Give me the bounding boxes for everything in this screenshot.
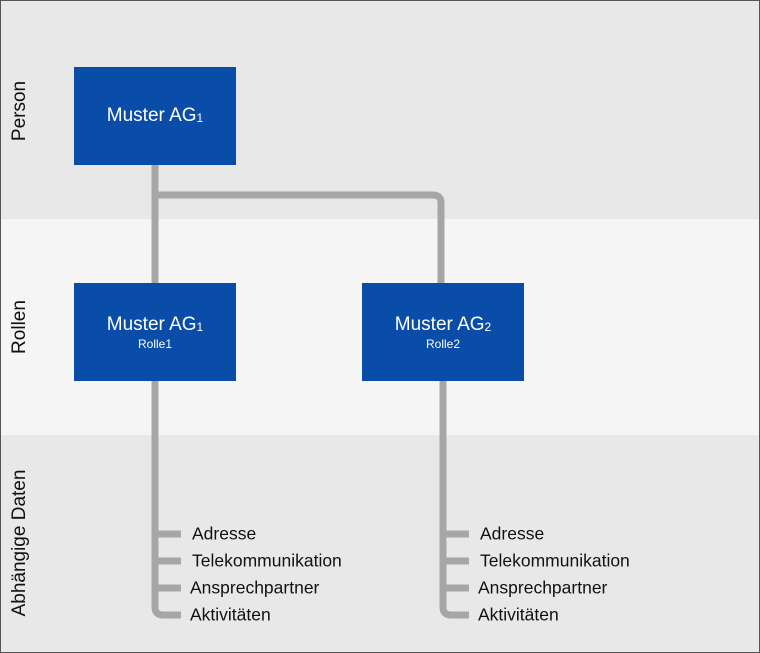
node-role1-role-label: Rolle1 bbox=[137, 336, 173, 351]
band-abhaengige-daten bbox=[1, 435, 759, 652]
role2-dependent-aktivitaeten: Aktivitäten bbox=[478, 604, 559, 625]
connector-role2-dependents bbox=[439, 380, 469, 619]
node-role2-title: Muster AG2 bbox=[395, 314, 491, 337]
node-role1-title: Muster AG1 bbox=[107, 314, 203, 337]
role2-dependent-adresse: Adresse bbox=[480, 523, 545, 544]
node-role2-role-label: Rolle2 bbox=[425, 336, 461, 351]
node-role1-muster-ag1: Muster AG1 Rolle1 bbox=[74, 283, 236, 381]
role1-dependent-aktivitaeten: Aktivitäten bbox=[190, 604, 271, 625]
node-person-muster-ag1: Muster AG1 bbox=[74, 67, 236, 165]
role1-dependent-adresse: Adresse bbox=[192, 523, 257, 544]
node-role1-index: 1 bbox=[196, 319, 204, 334]
connector-person-role2 bbox=[155, 191, 445, 284]
role2-dependent-ansprechpartner: Ansprechpartner bbox=[478, 577, 608, 598]
connector-role1-dependents bbox=[151, 380, 181, 619]
node-role2-index: 2 bbox=[484, 319, 492, 334]
node-role2-muster-ag2: Muster AG2 Rolle2 bbox=[362, 283, 524, 381]
node-role1-title-text: Muster AG bbox=[106, 313, 197, 335]
node-person-title-text: Muster AG bbox=[106, 104, 197, 126]
node-person-index: 1 bbox=[196, 110, 204, 125]
role1-dependent-telekommunikation: Telekommunikation bbox=[192, 550, 342, 571]
node-person-title: Muster AG1 bbox=[107, 105, 203, 128]
role1-dependent-ansprechpartner: Ansprechpartner bbox=[190, 577, 320, 598]
node-role2-title-text: Muster AG bbox=[394, 313, 485, 335]
role2-dependent-telekommunikation: Telekommunikation bbox=[480, 550, 630, 571]
